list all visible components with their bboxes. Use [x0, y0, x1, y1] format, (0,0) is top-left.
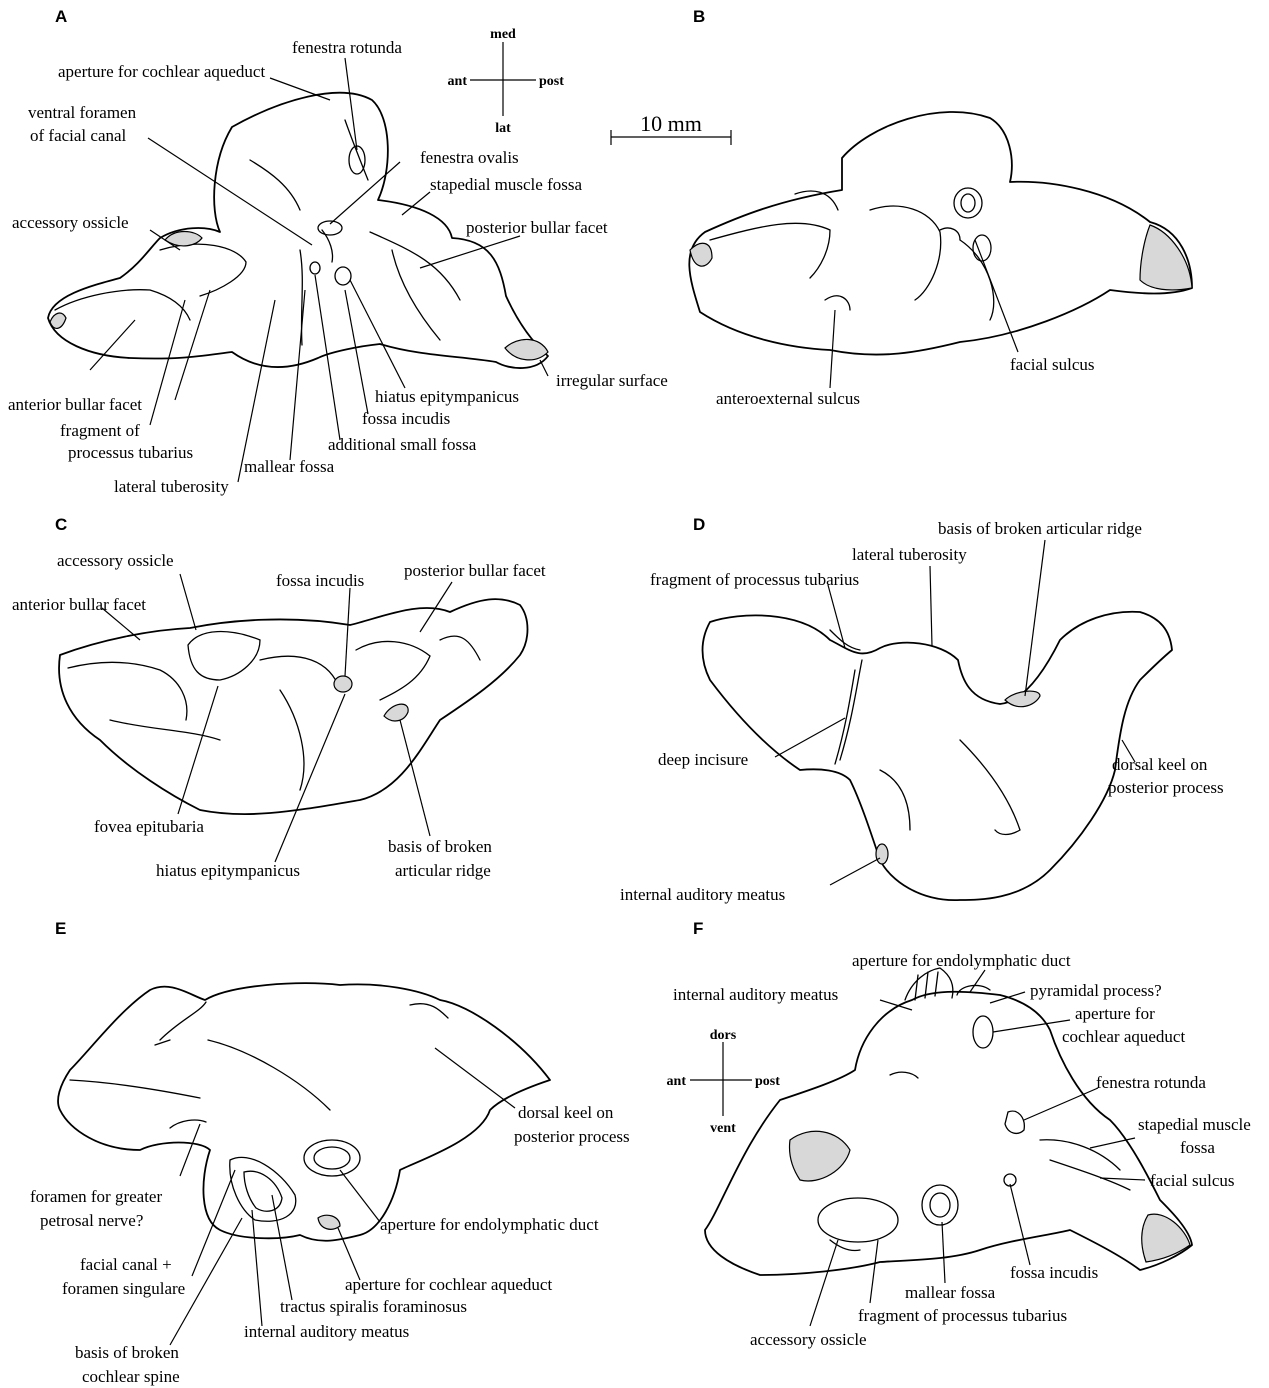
label-basis-broken-line1: basis of broken [388, 837, 492, 856]
label-internal-auditory-meatus-e: internal auditory meatus [244, 1322, 409, 1341]
label-internal-auditory-meatus-d: internal auditory meatus [620, 885, 785, 904]
compass-lat: lat [495, 121, 511, 136]
orientation-compass-f: dors ant post vent [667, 1028, 781, 1136]
panel-f: F dors ant post vent [667, 919, 1251, 1349]
label-fenestra-ovalis: fenestra ovalis [420, 148, 519, 167]
orientation-compass-a: med ant post lat [448, 27, 565, 136]
label-anteroexternal-sulcus: anteroexternal sulcus [716, 389, 860, 408]
panel-letter-a: A [55, 7, 67, 26]
bone-drawing-b [689, 112, 1192, 355]
label-accessory-ossicle-f: accessory ossicle [750, 1330, 867, 1349]
label-accessory-ossicle-c: accessory ossicle [57, 551, 174, 570]
label-stapedial-muscle-fossa: stapedial muscle fossa [430, 175, 582, 194]
label-aperture-cochlear-aqueduct: aperture for cochlear aqueduct [58, 62, 265, 81]
panel-a: A med ant post lat [8, 7, 668, 496]
label-posterior-bullar-facet: posterior bullar facet [466, 218, 608, 237]
panel-b: B facial sulcus anteroexternal sulcus [689, 7, 1192, 408]
label-basis-broken-articular-ridge: basis of broken articular ridge [938, 519, 1142, 538]
label-fragment-line1: fragment of [60, 421, 140, 440]
label-mallear-fossa: mallear fossa [244, 457, 335, 476]
label-facial-canal-line1: facial canal + [80, 1255, 172, 1274]
label-dorsal-keel-e-line1: dorsal keel on [518, 1103, 614, 1122]
scale-bar-label: 10 mm [640, 111, 702, 136]
label-irregular-surface: irregular surface [556, 371, 668, 390]
label-mallear-fossa-f: mallear fossa [905, 1283, 996, 1302]
label-pyramidal-process: pyramidal process? [1030, 981, 1162, 1000]
label-facial-sulcus: facial sulcus [1010, 355, 1095, 374]
label-deep-incisure: deep incisure [658, 750, 748, 769]
label-tractus-spiralis: tractus spiralis foraminosus [280, 1297, 467, 1316]
label-fenestra-rotunda-f: fenestra rotunda [1096, 1073, 1206, 1092]
compass-post: post [539, 74, 564, 89]
label-fragment-processus-tubarius-f: fragment of processus tubarius [858, 1306, 1067, 1325]
label-internal-auditory-meatus-f: internal auditory meatus [673, 985, 838, 1004]
scale-bar: 10 mm [611, 111, 731, 145]
panel-d: D basis of broken articular ridge latera… [620, 515, 1224, 904]
label-facial-sulcus-f: facial sulcus [1150, 1171, 1235, 1190]
panel-letter-b: B [693, 7, 705, 26]
label-fossa-incudis: fossa incudis [362, 409, 450, 428]
panel-letter-d: D [693, 515, 705, 534]
label-basis-cochlear-line1: basis of broken [75, 1343, 179, 1362]
label-fovea-epitubaria: fovea epitubaria [94, 817, 204, 836]
panel-letter-c: C [55, 515, 67, 534]
label-stapedial-f-line1: stapedial muscle [1138, 1115, 1251, 1134]
label-fragment-line2: processus tubarius [68, 443, 193, 462]
label-hiatus-epitympanicus-c: hiatus epitympanicus [156, 861, 300, 880]
label-foramen-greater-line2: petrosal nerve? [40, 1211, 143, 1230]
compass-ant: ant [448, 74, 468, 89]
label-aperture-cochlear-aqueduct-e: aperture for cochlear aqueduct [345, 1275, 552, 1294]
compass-vent: vent [710, 1121, 736, 1136]
compass-post-f: post [755, 1074, 780, 1089]
panel-e: E dorsal keel on posterior proce [30, 919, 630, 1386]
label-foramen-greater-line1: foramen for greater [30, 1187, 162, 1206]
label-aperture-cochlear-f-line1: aperture for [1075, 1004, 1155, 1023]
panel-letter-e: E [55, 919, 66, 938]
label-hiatus-epitympanicus: hiatus epitympanicus [375, 387, 519, 406]
label-fragment-processus-tubarius-d: fragment of processus tubarius [650, 570, 859, 589]
label-basis-broken-line2: articular ridge [395, 861, 491, 880]
label-stapedial-f-line2: fossa [1180, 1138, 1215, 1157]
bone-drawing-d [703, 612, 1173, 900]
label-posterior-bullar-facet-c: posterior bullar facet [404, 561, 546, 580]
label-aperture-endolymphatic-duct-e: aperture for endolymphatic duct [380, 1215, 599, 1234]
panel-letter-f: F [693, 919, 703, 938]
label-dorsal-keel-d-line1: dorsal keel on [1112, 755, 1208, 774]
label-lateral-tuberosity-d: lateral tuberosity [852, 545, 967, 564]
label-fossa-incudis-f: fossa incudis [1010, 1263, 1098, 1282]
panel-c: C accessory ossicle anterior bullar face… [12, 515, 546, 880]
label-additional-small-fossa: additional small fossa [328, 435, 477, 454]
label-lateral-tuberosity: lateral tuberosity [114, 477, 229, 496]
leader-lines-a [90, 58, 548, 482]
compass-ant-f: ant [667, 1074, 687, 1089]
label-basis-cochlear-line2: cochlear spine [82, 1367, 180, 1386]
compass-med: med [490, 27, 516, 42]
label-ventral-foramen-line1: ventral foramen [28, 103, 137, 122]
label-dorsal-keel-d-line2: posterior process [1108, 778, 1224, 797]
label-anterior-bullar-facet: anterior bullar facet [8, 395, 142, 414]
label-accessory-ossicle: accessory ossicle [12, 213, 129, 232]
label-ventral-foramen-line2: of facial canal [30, 126, 127, 145]
label-fossa-incudis-c: fossa incudis [276, 571, 364, 590]
label-fenestra-rotunda: fenestra rotunda [292, 38, 402, 57]
label-anterior-bullar-facet-c: anterior bullar facet [12, 595, 146, 614]
compass-dors: dors [710, 1028, 737, 1043]
label-aperture-cochlear-f-line2: cochlear aqueduct [1062, 1027, 1185, 1046]
label-dorsal-keel-e-line2: posterior process [514, 1127, 630, 1146]
leader-lines-b [830, 240, 1018, 388]
label-facial-canal-line2: foramen singulare [62, 1279, 185, 1298]
label-aperture-endolymphatic-duct-f: aperture for endolymphatic duct [852, 951, 1071, 970]
